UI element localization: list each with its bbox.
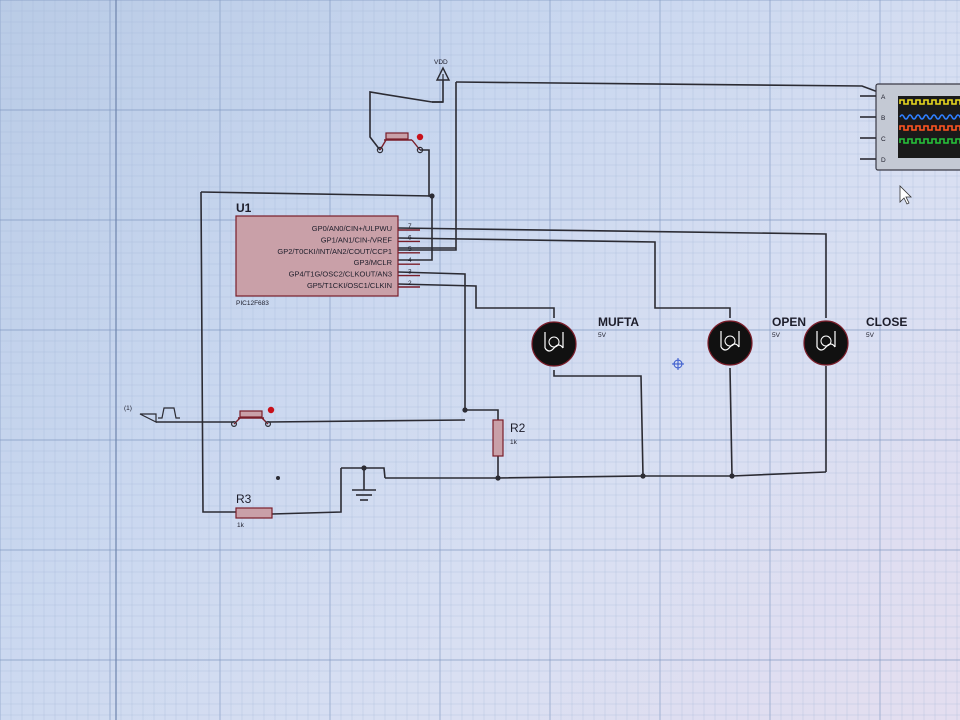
scope-channel-label: B	[881, 115, 885, 122]
scope-channels: A B C D	[860, 94, 886, 164]
scope-channel-label: C	[881, 136, 886, 143]
scope-channel-label: A	[881, 94, 886, 101]
mcu-part-label: PIC12F683	[236, 300, 269, 307]
mcu-pin-number: 3	[408, 269, 412, 276]
lamp-voltage: 5V	[598, 332, 607, 339]
reset-button[interactable]	[376, 132, 424, 154]
mcu-pin-name: GP5/T1CKI/OSC1/CLKIN	[307, 281, 392, 290]
vdd-terminal[interactable]: VDD	[434, 59, 451, 81]
lamps: MUFTA 5V OPEN 5V CLOSE 5V	[531, 315, 907, 367]
scope-traces	[899, 99, 960, 144]
r2-value: 1k	[510, 439, 518, 446]
input-button[interactable]	[231, 406, 275, 428]
mcu-pin-number: 2	[408, 280, 412, 287]
ground-symbol[interactable]	[352, 489, 376, 501]
oscilloscope[interactable]: A B C D	[860, 83, 960, 171]
scope-trace	[899, 125, 960, 131]
mcu-pin-name: GP3/MCLR	[354, 258, 393, 267]
mcu-pin-name: GP1/AN1/CIN-/VREF	[321, 235, 393, 244]
wires	[156, 80, 879, 515]
scope-channel-label: D	[881, 157, 886, 164]
lamp-open[interactable]: OPEN 5V	[707, 315, 806, 366]
mcu-pin-name: GP2/T0CKI/INT/AN2/COUT/CCP1	[277, 247, 392, 256]
r3-ref: R3	[236, 492, 252, 506]
mcu-pin-number: 5	[408, 246, 412, 253]
mcu-pin-number: 4	[408, 257, 412, 264]
mcu-u1[interactable]: U1 PIC12F683 GP0/AN0/CIN+/ULPWU 7GP1/AN1/…	[235, 201, 420, 307]
lamp-label: MUFTA	[598, 315, 639, 329]
mcu-pin-name: GP0/AN0/CIN+/ULPWU	[312, 224, 392, 233]
resistor-r2[interactable]: R2 1k	[492, 419, 526, 457]
r3-value: 1k	[237, 522, 245, 529]
scope-trace	[899, 114, 960, 120]
junctions	[276, 193, 735, 481]
mcu-pin-number: 6	[408, 234, 412, 241]
mcu-ref: U1	[236, 201, 252, 215]
lamp-mufta[interactable]: MUFTA 5V	[531, 315, 639, 367]
vdd-label: VDD	[434, 59, 448, 66]
signal-source[interactable]: (1)	[124, 405, 180, 423]
mouse-cursor-icon	[899, 185, 912, 205]
crosshair-icon	[672, 358, 684, 370]
resistor-r3[interactable]: R3 1k	[235, 492, 273, 529]
scope-trace	[899, 99, 960, 105]
signal-source-label: (1)	[124, 405, 132, 412]
lamp-close[interactable]: CLOSE 5V	[803, 315, 907, 366]
lamp-voltage: 5V	[772, 332, 781, 339]
r2-ref: R2	[510, 421, 526, 435]
mcu-pin-name: GP4/T1G/OSC2/CLKOUT/AN3	[289, 270, 392, 279]
lamp-label: CLOSE	[866, 315, 907, 329]
lamp-label: OPEN	[772, 315, 806, 329]
mcu-pin-number: 7	[408, 223, 412, 230]
lamp-voltage: 5V	[866, 332, 875, 339]
scope-trace	[899, 138, 960, 144]
